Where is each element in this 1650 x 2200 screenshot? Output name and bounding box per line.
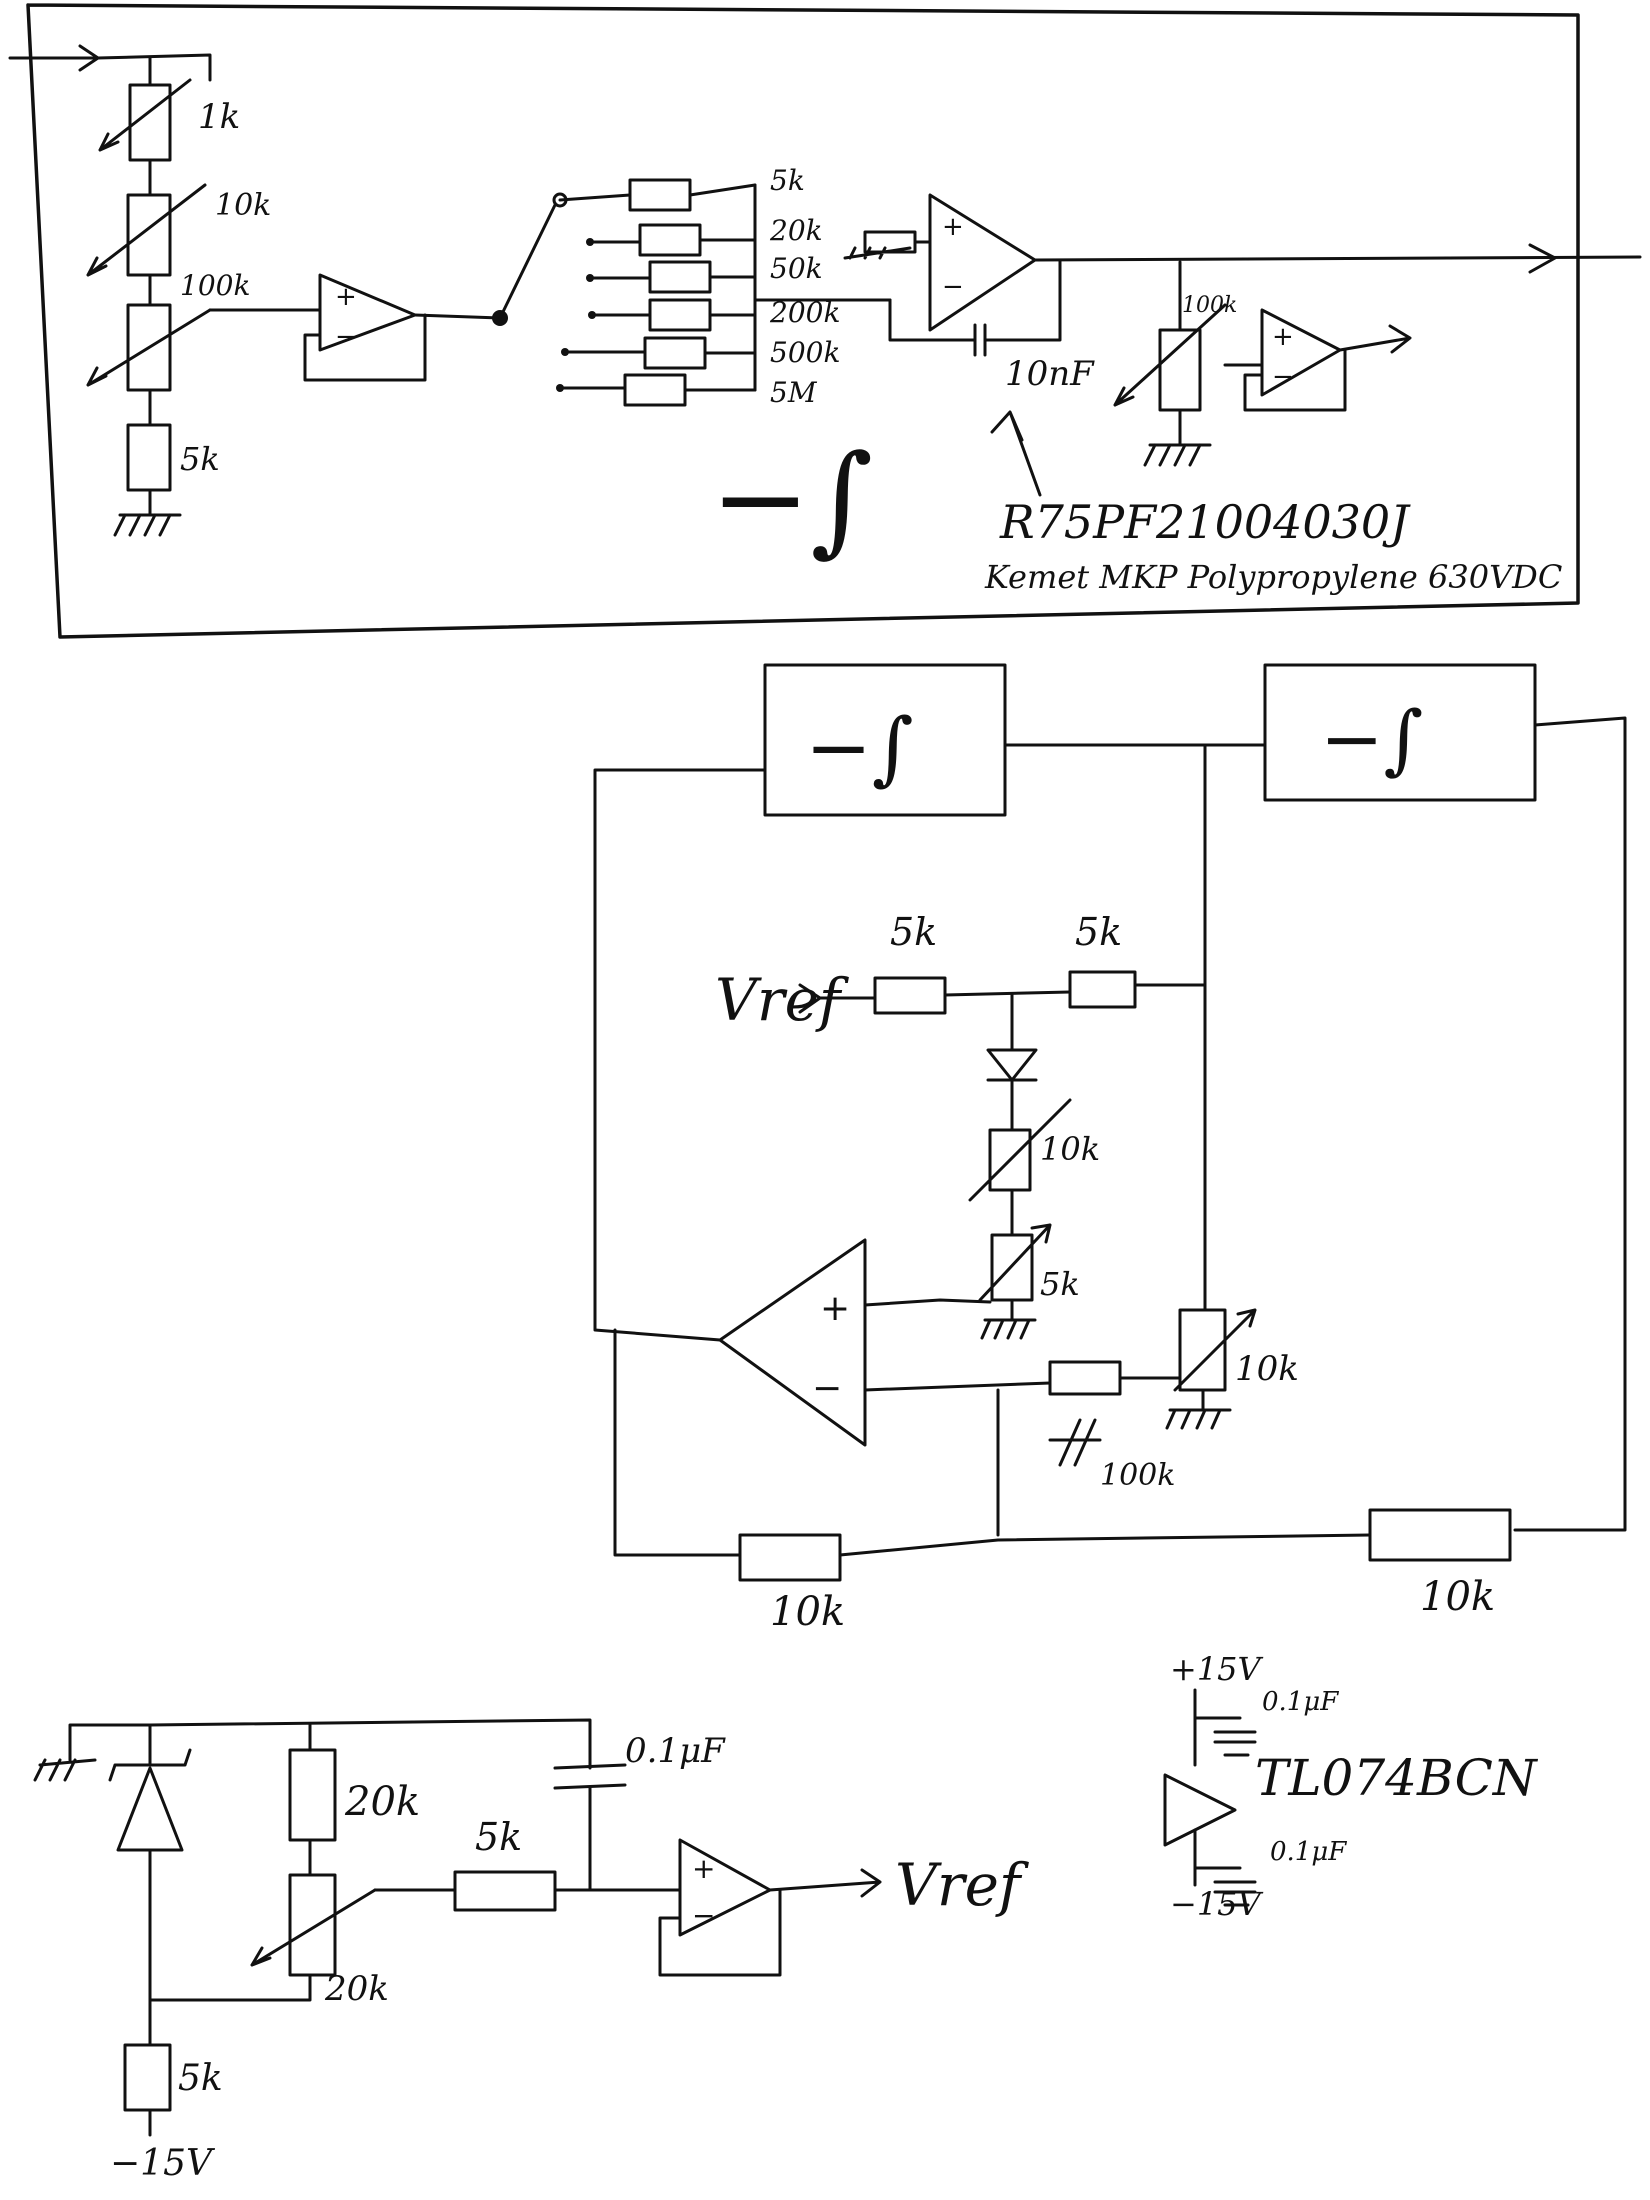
- r-bottom-left-label: 10k: [770, 1589, 845, 1635]
- svg-text:−: −: [942, 272, 964, 302]
- svg-text:−: −: [812, 1368, 842, 1409]
- vref-input-label: Vref: [715, 966, 850, 1034]
- integrator-stage: 1k 10k 100k 5k + −: [8, 3, 1642, 639]
- range-r6: 5M: [770, 376, 818, 409]
- svg-text:+: +: [335, 282, 357, 312]
- range-r3: 50k: [770, 252, 823, 285]
- r-bottom-right-label: 10k: [1420, 1574, 1495, 1620]
- range-r1: 5k: [770, 164, 805, 197]
- ref-r-series-label: 5k: [475, 1815, 522, 1859]
- trim-r-label: 10k: [1040, 1130, 1100, 1168]
- svg-text:+: +: [1272, 322, 1294, 352]
- resistor-bottom-left-10k: 10k: [738, 1533, 845, 1635]
- ref-supply-label: −15V: [110, 2143, 216, 2184]
- pot-output-100k: 100k: [1113, 293, 1237, 412]
- integrator-opamp: + −: [928, 193, 1037, 332]
- pot-10k: 10k: [86, 183, 271, 277]
- resistor-5k-label: 5k: [180, 440, 220, 478]
- block-right-symbol: −∫: [1320, 694, 1423, 783]
- summing-opamp: + −: [718, 1238, 867, 1447]
- output-buffer-opamp: + −: [1243, 308, 1347, 412]
- range-resistors: 5k 20k 50k 200k 500k 5M: [623, 164, 840, 409]
- cap-bottom-label: 0.1μF: [1270, 1837, 1347, 1867]
- svg-text:+: +: [820, 1288, 850, 1329]
- output-arrow: [1528, 243, 1557, 274]
- supply-note: +15V −15V 0.1μF 0.1μF TL074BCN: [1163, 1650, 1539, 1923]
- pot-100k-label: 100k: [180, 269, 250, 302]
- pot-10k-right: 10k: [1173, 1308, 1299, 1392]
- pot-1k-label: 1k: [198, 97, 240, 137]
- pot-right-label: 10k: [1235, 1349, 1299, 1389]
- integrator-capacitor: 10nF: [973, 258, 1095, 394]
- integrator-block-right: −∫: [1263, 663, 1537, 802]
- pot-output-label: 100k: [1182, 293, 1237, 318]
- resistor-top-right-5k: 5k: [1068, 910, 1137, 1009]
- ref-pot-label: 20k: [324, 1969, 389, 2009]
- reference-buffer-opamp: + −: [658, 1838, 782, 1977]
- annotation-arrow: [990, 410, 1042, 497]
- resistor-5k: 5k: [126, 423, 220, 492]
- input-arrow: [8, 44, 100, 72]
- switch-contacts: [556, 238, 652, 392]
- diode: [986, 1048, 1038, 1082]
- buffer-opamp: + −: [303, 273, 427, 382]
- range-r2: 20k: [769, 214, 823, 247]
- ground-symbol: [113, 513, 182, 537]
- decoupling-cap-bottom: 0.1μF: [1193, 1837, 1347, 1907]
- integrator-symbol: −∫: [710, 430, 873, 569]
- filter-capacitor: 0.1μF: [553, 1731, 726, 1892]
- resistor-100k: [1048, 1360, 1122, 1396]
- ref-r-top-label: 20k: [344, 1779, 420, 1825]
- svg-text:−: −: [335, 322, 357, 352]
- pot-10k-label: 10k: [215, 188, 271, 223]
- pot-20k: 20k: [250, 1873, 389, 2009]
- pot-1k: 1k: [98, 78, 240, 162]
- cap-10nf-label: 10nF: [1005, 354, 1095, 394]
- cap-top-label: 0.1μF: [1262, 1687, 1339, 1717]
- range-switch: [498, 203, 557, 320]
- trim-pot-label: 5k: [1040, 1265, 1080, 1303]
- resistor-top-left-5k: 5k: [873, 910, 947, 1015]
- resistor-bottom-5k: 5k: [123, 2043, 223, 2112]
- stage-frame: [26, 3, 1580, 639]
- feedback-r-label: 100k: [1100, 1458, 1175, 1493]
- pot-100k: 100k: [86, 269, 250, 392]
- vref-output-label: Vref: [895, 1851, 1030, 1919]
- resistor-20k: 20k: [288, 1748, 420, 1842]
- r-top-left-label: 5k: [890, 910, 937, 954]
- ref-r-bottom-label: 5k: [178, 2058, 223, 2099]
- resistor-series-5k: 5k: [453, 1815, 557, 1912]
- resistor-bottom-right-10k: 10k: [1368, 1508, 1512, 1620]
- block-left-symbol: −∫: [805, 701, 914, 794]
- svg-text:+: +: [942, 212, 964, 242]
- double-integrator-loop: −∫ −∫ Vref 5k 5k: [593, 663, 1627, 1635]
- svg-text:+: +: [692, 1852, 715, 1885]
- trim-pot-5k: 5k: [978, 1223, 1080, 1303]
- svg-text:−: −: [1272, 362, 1294, 392]
- r-top-right-label: 5k: [1075, 910, 1122, 954]
- decoupling-cap-top: 0.1μF: [1193, 1687, 1339, 1757]
- svg-text:−: −: [692, 1899, 715, 1932]
- supply-plus-label: +15V: [1170, 1650, 1264, 1688]
- cap-part-number: R75PF21004030J: [999, 495, 1411, 549]
- ref-cap-label: 0.1μF: [625, 1731, 726, 1771]
- voltage-reference: 20k 20k 5k 0.1μF + − Vref 5k: [33, 1718, 1030, 2184]
- integrator-block-left: −∫: [763, 663, 1007, 817]
- part-number-label: TL074BCN: [1255, 1749, 1539, 1807]
- trim-resistor-10k: 10k: [968, 1098, 1100, 1202]
- zener-diode: [108, 1748, 192, 1852]
- range-r5: 500k: [770, 336, 840, 369]
- cap-description: Kemet MKP Polypropylene 630VDC: [984, 558, 1562, 596]
